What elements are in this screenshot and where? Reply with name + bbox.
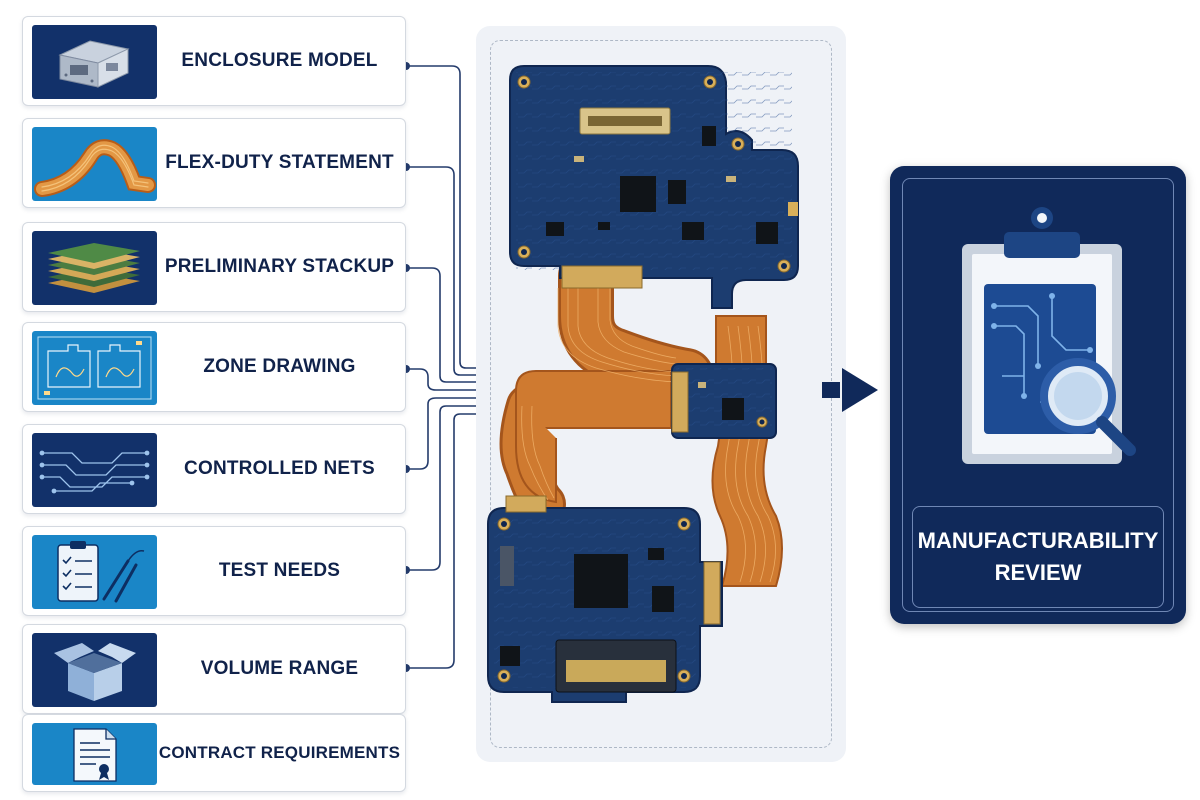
input-label: TEST NEEDS <box>218 560 341 581</box>
chip <box>546 222 564 236</box>
chip <box>620 176 656 212</box>
flex-cable-icon <box>32 127 157 201</box>
input-label: PRELIMINARY STACKUP <box>164 256 395 277</box>
chip <box>722 398 744 420</box>
layer-stack-icon <box>32 231 157 305</box>
test-checklist-icon <box>32 535 157 609</box>
gold-fingers <box>561 265 643 289</box>
review-label-box: MANUFACTURABILITY REVIEW <box>912 506 1164 608</box>
enclosure-icon <box>32 25 157 99</box>
input-card-contract-requirements: CONTRACT REQUIREMENTS <box>22 714 406 792</box>
clipboard-magnifier-icon <box>962 207 1136 464</box>
manufacturability-review-panel: MANUFACTURABILITY REVIEW <box>890 166 1186 624</box>
input-card-flex-duty-statement: FLEX-DUTY STATEMENT <box>22 118 406 208</box>
chip <box>702 126 716 146</box>
panel-inner-border <box>902 178 1174 612</box>
rigid-flex-pcb-illustration <box>487 65 799 703</box>
input-label: CONTROLLED NETS <box>184 458 375 479</box>
box-icon <box>32 633 157 707</box>
chip <box>756 222 778 244</box>
review-title-line2: REVIEW <box>994 560 1082 585</box>
zone-drawing-icon <box>32 331 157 405</box>
input-card-enclosure-model: ENCLOSURE MODEL <box>22 16 406 106</box>
chip <box>682 222 704 240</box>
input-card-test-needs: TEST NEEDS <box>22 526 406 616</box>
microcontroller-chip <box>574 554 628 608</box>
input-label: VOLUME RANGE <box>200 658 359 679</box>
review-title-line1: MANUFACTURABILITY <box>917 528 1159 554</box>
input-card-preliminary-stackup: PRELIMINARY STACKUP <box>22 222 406 312</box>
input-card-controlled-nets: CONTROLLED NETS <box>22 424 406 514</box>
contract-document-icon <box>32 723 157 785</box>
circuit-traces-icon <box>32 433 157 507</box>
input-label: ZONE DRAWING <box>203 356 356 377</box>
right-arrow-icon <box>822 368 878 412</box>
flex-band <box>515 398 557 504</box>
input-card-volume-range: VOLUME RANGE <box>22 624 406 714</box>
chip <box>668 180 686 204</box>
input-label: ENCLOSURE MODEL <box>181 50 378 71</box>
input-label: CONTRACT REQUIREMENTS <box>158 743 401 762</box>
input-card-zone-drawing: ZONE DRAWING <box>22 322 406 412</box>
input-label: FLEX-DUTY STATEMENT <box>165 152 394 173</box>
